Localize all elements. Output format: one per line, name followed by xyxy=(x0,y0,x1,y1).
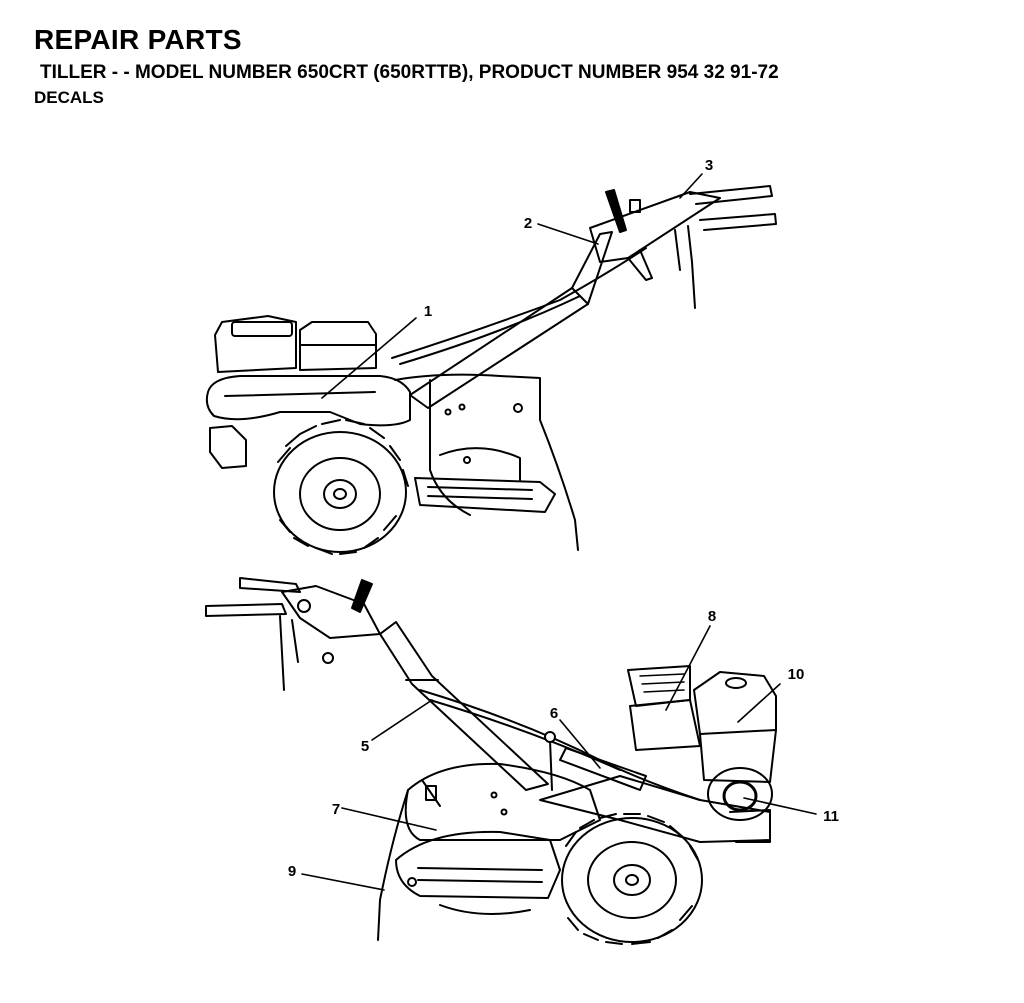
callout-5: 5 xyxy=(361,738,369,755)
leader-line-6 xyxy=(559,719,601,769)
callout-2: 2 xyxy=(524,215,532,232)
leader-line-1 xyxy=(321,317,417,399)
callout-numbers: 1 2 3 5 6 7 8 9 10 11 xyxy=(288,157,839,880)
leader-line-9 xyxy=(301,873,385,891)
callout-3: 3 xyxy=(705,157,713,174)
callout-1: 1 xyxy=(424,303,432,320)
callout-9: 9 xyxy=(288,863,296,880)
leader-line-10 xyxy=(737,683,781,723)
callout-10: 10 xyxy=(788,666,805,683)
callout-6: 6 xyxy=(550,705,558,722)
leader-line-8 xyxy=(665,625,711,711)
section-label: DECALS xyxy=(34,88,104,107)
leader-line-3 xyxy=(679,173,703,199)
tiller-bottom-illustration xyxy=(205,577,777,945)
tiller-top-illustration xyxy=(205,185,777,555)
leader-line-2 xyxy=(537,223,599,245)
callout-11: 11 xyxy=(823,808,839,825)
page-subtitle: TILLER - - MODEL NUMBER 650CRT (650RTTB)… xyxy=(40,62,779,83)
leader-line-11 xyxy=(743,797,817,815)
leader-line-7 xyxy=(341,807,437,831)
callout-leader-lines xyxy=(301,173,817,891)
page-title: REPAIR PARTS xyxy=(34,24,242,55)
callout-8: 8 xyxy=(708,608,716,625)
leader-line-5 xyxy=(371,699,433,741)
callout-7: 7 xyxy=(332,801,340,818)
